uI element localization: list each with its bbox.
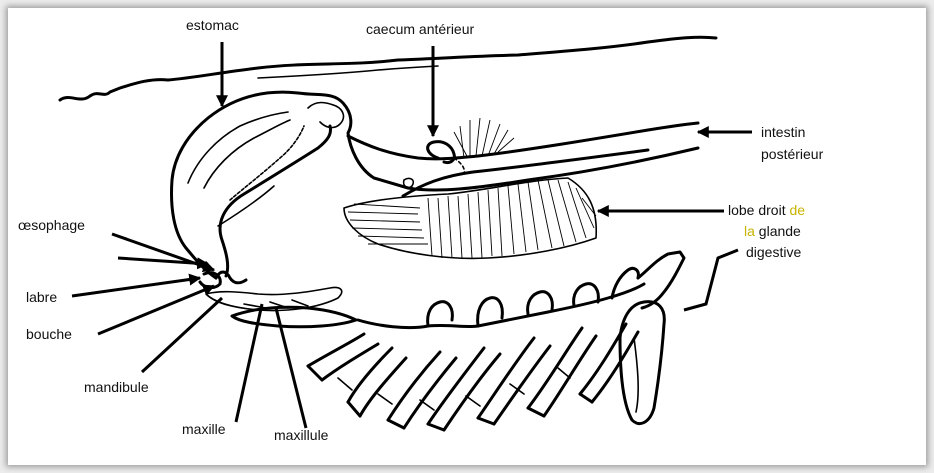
- label-lobe-highlight-la: la: [744, 223, 755, 239]
- label-caecum-anterieur: caecum antérieur: [366, 21, 475, 37]
- digestive-gland-lobe: [344, 178, 596, 258]
- label-glande: glande: [755, 223, 801, 239]
- label-la-glande: la glande: [744, 223, 801, 239]
- label-bouche: bouche: [26, 326, 72, 342]
- small-duct: [404, 178, 414, 187]
- label-maxillule: maxillule: [274, 427, 329, 443]
- stomach-outline: [172, 92, 698, 278]
- thoracic-legs: [308, 324, 638, 430]
- stomach-pylorus: [308, 103, 343, 128]
- label-oesophage: œsophage: [18, 217, 85, 233]
- connector-digestive: [684, 250, 738, 310]
- label-estomac: estomac: [186, 17, 239, 33]
- dorsal-inner-line: [258, 66, 438, 78]
- posterior-leg: [620, 302, 664, 424]
- label-intestin: intestin: [761, 124, 805, 140]
- figure-frame: estomac caecum antérieur intestin postér…: [8, 8, 926, 465]
- digestive-system-diagram: estomac caecum antérieur intestin postér…: [8, 8, 926, 465]
- label-mandibule: mandibule: [84, 379, 149, 395]
- label-lobe-droit: lobe droit de: [728, 202, 805, 218]
- label-posterieur: postérieur: [761, 146, 824, 162]
- caecum-duct: [454, 158, 464, 174]
- label-lobe-highlight-de: de: [789, 202, 805, 218]
- label-digestive: digestive: [746, 244, 801, 260]
- intestine-upper: [348, 123, 698, 159]
- label-maxille: maxille: [182, 421, 226, 437]
- stomach-fold-2: [204, 120, 290, 188]
- arrow-mandibule: [142, 298, 222, 372]
- label-labre: labre: [26, 289, 57, 305]
- arrow-bouche: [98, 286, 214, 334]
- arrow-labre: [72, 278, 200, 296]
- label-lobe-part1: lobe droit: [728, 202, 789, 218]
- thoracic-segments: [358, 252, 684, 328]
